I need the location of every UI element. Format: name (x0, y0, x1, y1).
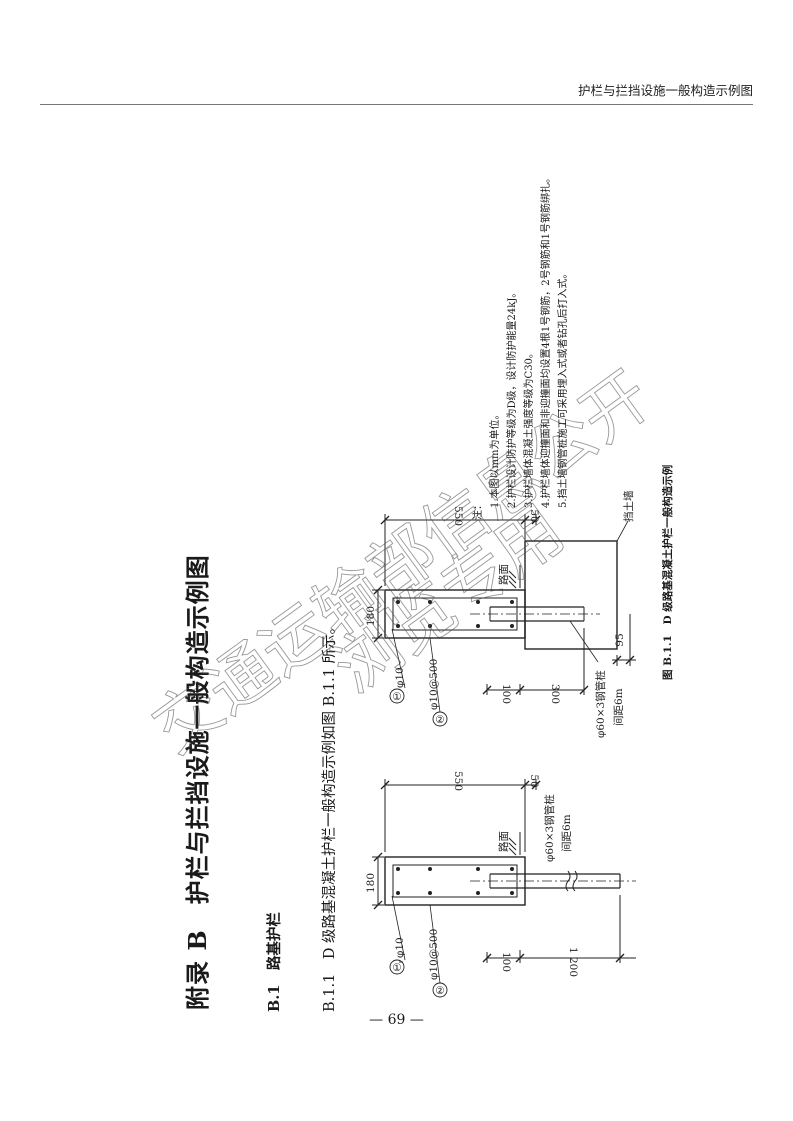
rebar-loop (392, 864, 518, 898)
left-dim-1200: 1 200 (567, 947, 579, 977)
right-road-surface: 路面 (497, 564, 510, 585)
left-pile-spacing: 间距6m (560, 814, 573, 852)
figure-caption: 图 B.1.1 D 级路基混凝土护栏一般构造示例 (662, 464, 674, 680)
right-dim-50: 50 (528, 509, 540, 522)
left-dim-width: 180 (365, 873, 377, 893)
retaining-wall (524, 540, 618, 650)
notes-block: 注： 1.本图以mm为单位。 2.护栏设计防护等级为D级，设计防护能量24kJ。… (470, 173, 572, 520)
left-dim-550: 550 (452, 771, 464, 791)
right-rebar-2-label: φ10@500 (428, 659, 440, 710)
right-callout-2: ② (435, 714, 445, 726)
left-dim-50: 50 (528, 774, 540, 787)
left-callout-2: ② (435, 985, 445, 997)
rebar-loop-right (392, 597, 518, 631)
left-rebar-1-label: φ10 (394, 937, 406, 958)
right-retaining-wall: 挡土墙 (622, 490, 635, 522)
notes-heading: 注： (473, 500, 484, 520)
notes-item: 3.护栏墙体混凝土强度等级为C30。 (524, 348, 535, 508)
left-callout-1: ① (392, 962, 402, 974)
barrier-outline-right (384, 589, 526, 639)
right-callout-1: ① (392, 691, 402, 703)
right-dim-width: 180 (365, 606, 377, 626)
right-dim-300: 300 (549, 684, 561, 704)
right-pile-label: φ60×3钢管桩 (594, 670, 607, 738)
figure-right (372, 514, 636, 727)
right-pile-spacing: 间距6m (612, 688, 625, 726)
notes-item: 5.挡土墙钢管桩施工可采用埋入式或者钻孔后打入式。 (558, 268, 569, 508)
left-road-surface: 路面 (497, 831, 510, 852)
running-header: 护栏与拦挡设施一般构造示例图 (577, 83, 753, 98)
left-dim-100: 100 (500, 952, 512, 972)
page-number: — 69 — (369, 1012, 424, 1028)
left-pile-label: φ60×3钢管桩 (543, 794, 556, 862)
header-rule (40, 104, 753, 105)
right-dim-100: 100 (500, 684, 512, 704)
right-dim-95: 95 (614, 633, 626, 646)
figure-right-labels: ① ② φ10 φ10@500 180 550 50 100 300 95 路面… (365, 490, 635, 738)
left-rebar-2-label: φ10@500 (428, 929, 440, 980)
notes-item: 4.护栏墙体迎撞面和非迎撞面均设置4根1号钢筋，2号钢筋和1号钢筋绑扎。 (541, 173, 552, 508)
right-rebar-1-label: φ10 (394, 667, 406, 688)
notes-item: 1.本图以mm为单位。 (490, 409, 501, 508)
right-dim-550: 550 (452, 506, 464, 526)
figure-left-labels: ① ② φ10 φ10@500 180 550 50 100 1 200 路面 … (365, 771, 579, 997)
notes-item: 2.护栏设计防护等级为D级，设计防护能量24kJ。 (507, 287, 518, 508)
figure-left (372, 779, 636, 998)
barrier-outline (384, 856, 526, 906)
